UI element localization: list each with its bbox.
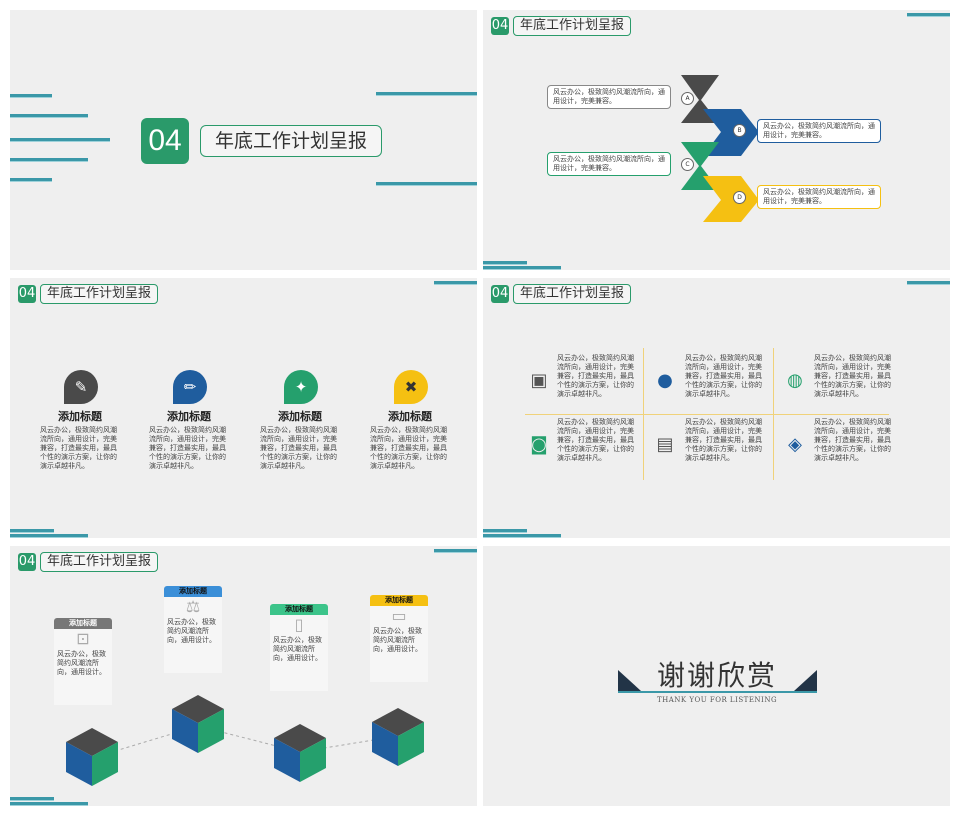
network-icon: ◍: [787, 369, 803, 391]
cube-card: ▭ 风云办公，极致简约风潮流所向，通用设计。: [370, 606, 428, 682]
grid-text: 风云办公，极致简约风潮流所向，通用设计，完美兼容，打造最实用，最具个性的演示方案…: [685, 418, 762, 462]
deco-line: [10, 178, 52, 182]
scale-icon: ⚖: [185, 597, 201, 616]
document-icon: ▯: [294, 615, 304, 634]
grid-divider: [643, 348, 644, 480]
feature-title: 添加标题: [388, 410, 432, 423]
slide-thanks[interactable]: 谢谢欣赏 THANK YOU FOR LISTENING: [483, 546, 950, 806]
cube: [66, 728, 118, 786]
cube-connector: [66, 695, 424, 786]
cube: [274, 724, 326, 782]
zigzag-text-a: 风云办公，极致简约风潮流所向，通用设计，完美兼容。: [547, 85, 671, 109]
section-number: 04: [141, 118, 189, 164]
grid-text: 风云办公，极致简约风潮流所向，通用设计，完美兼容，打造最实用，最具个性的演示方案…: [814, 354, 891, 398]
cube-tag: 添加标题: [54, 618, 112, 629]
header-title: 年底工作计划呈报: [40, 552, 159, 572]
deco-line: [10, 138, 110, 142]
cube-text: 风云办公，极致简约风潮流所向，通用设计。: [373, 627, 422, 653]
cube-card: ⚖ 风云办公，极致简约风潮流所向，通用设计。: [164, 597, 222, 673]
tools-icon: ✖: [394, 370, 428, 404]
zigzag-label-b: B: [733, 124, 746, 137]
cube-tag: 添加标题: [370, 595, 428, 606]
cube-tag: 添加标题: [164, 586, 222, 597]
thanks-subtitle: THANK YOU FOR LISTENING: [656, 696, 778, 704]
slide-features[interactable]: 04 年底工作计划呈报 ✎ 添加标题 风云办公，极致简约风潮流所向，通用设计，完…: [10, 278, 477, 538]
zigzag-segment-d: [703, 176, 759, 222]
zigzag-text-d: 风云办公，极致简约风潮流所向，通用设计，完美兼容。: [757, 185, 881, 209]
deco-line: [10, 114, 88, 118]
monitor-icon: ▭: [391, 606, 407, 625]
header-number: 04: [491, 17, 509, 35]
deco-line: [10, 534, 88, 538]
deco-line: [10, 94, 52, 98]
feature-title: 添加标题: [58, 410, 102, 423]
cube-text: 风云办公，极致简约风潮流所向，通用设计。: [273, 636, 322, 662]
feature-title: 添加标题: [278, 410, 322, 423]
deco-line: [483, 261, 527, 265]
zigzag-label-c: C: [681, 158, 694, 171]
deco-line: [376, 182, 477, 186]
slide-icon-grid[interactable]: 04 年底工作计划呈报 ▣ 风云办公，极致简约风潮流所向，通用设计，完美兼容，打…: [483, 278, 950, 538]
section-title: 年底工作计划呈报: [200, 125, 382, 157]
thanks-title: 谢谢欣赏: [656, 659, 777, 692]
header-title: 年底工作计划呈报: [40, 284, 159, 304]
cube-text: 风云办公，极致简约风潮流所向，通用设计。: [167, 618, 216, 644]
feature-title: 添加标题: [167, 410, 211, 423]
grid-text: 风云办公，极致简约风潮流所向，通用设计，完美兼容，打造最实用，最具个性的演示方案…: [557, 354, 634, 398]
camera-icon: ◙: [530, 433, 548, 455]
deco-line: [483, 266, 561, 270]
zigzag-label-d: D: [733, 191, 746, 204]
zigzag-arrow: [681, 75, 759, 222]
cube-card: ▯ 风云办公，极致简约风潮流所向，通用设计。: [270, 615, 328, 691]
deco-line: [483, 534, 561, 538]
grid-text: 风云办公，极致简约风潮流所向，通用设计，完美兼容，打造最实用，最具个性的演示方案…: [557, 418, 634, 462]
deco-line: [10, 802, 88, 806]
deco-line: [376, 92, 477, 96]
header-number: 04: [18, 553, 36, 571]
chat-icon: ●: [657, 369, 673, 391]
grid-divider: [525, 414, 889, 415]
cube: [372, 708, 424, 766]
cube-card: ⊡ 风云办公，极致简约风潮流所向，通用设计。: [54, 629, 112, 705]
thanks-decoration: [618, 670, 817, 693]
deco-line: [907, 13, 950, 17]
deco-line: [10, 529, 54, 533]
deco-line: [483, 529, 527, 533]
zigzag-text-c: 风云办公，极致简约风潮流所向，通用设计，完美兼容。: [547, 152, 671, 176]
slide-section-cover[interactable]: 04 年底工作计划呈报: [10, 10, 477, 270]
edit-icon: ✎: [64, 370, 98, 404]
devices-icon: ◈: [788, 433, 802, 455]
grid-divider: [773, 348, 774, 480]
feature-text: 风云办公，极致简约风潮流所向，通用设计，完美兼容，打造最实用，最具个性的演示方案…: [40, 426, 117, 470]
deco-line: [907, 281, 950, 285]
header-number: 04: [491, 285, 509, 303]
feature-text: 风云办公，极致简约风潮流所向，通用设计，完美兼容，打造最实用，最具个性的演示方案…: [260, 426, 337, 470]
deco-line: [434, 281, 477, 285]
header-title: 年底工作计划呈报: [513, 16, 632, 36]
grid-text: 风云办公，极致简约风潮流所向，通用设计，完美兼容，打造最实用，最具个性的演示方案…: [814, 418, 891, 462]
pencil-icon: ✏: [173, 370, 207, 404]
cube-tag: 添加标题: [270, 604, 328, 615]
computer-icon: ▤: [656, 433, 674, 455]
header-title: 年底工作计划呈报: [513, 284, 632, 304]
feature-text: 风云办公，极致简约风潮流所向，通用设计，完美兼容，打造最实用，最具个性的演示方案…: [149, 426, 226, 470]
deco-line: [434, 549, 477, 553]
wrench-icon: ✦: [284, 370, 318, 404]
cube: [172, 695, 224, 753]
header-number: 04: [18, 285, 36, 303]
feature-text: 风云办公，极致简约风潮流所向，通用设计，完美兼容，打造最实用，最具个性的演示方案…: [370, 426, 447, 470]
slide-zigzag[interactable]: 04 年底工作计划呈报 A B C D 风云办公，极致简约风潮流所向，通用设计，…: [483, 10, 950, 270]
zigzag-text-b: 风云办公，极致简约风潮流所向，通用设计，完美兼容。: [757, 119, 881, 143]
id-card-icon: ▣: [530, 369, 548, 391]
chart-icon: ⊡: [76, 629, 90, 648]
deco-line: [10, 158, 88, 162]
cube-text: 风云办公，极致简约风潮流所向，通用设计。: [57, 650, 106, 676]
deco-line: [10, 797, 54, 801]
slide-cubes[interactable]: 04 年底工作计划呈报 添加标题 ⊡ 风云办公，极致简约风潮流所向，通用设计。: [10, 546, 477, 806]
grid-text: 风云办公，极致简约风潮流所向，通用设计，完美兼容，打造最实用，最具个性的演示方案…: [685, 354, 762, 398]
zigzag-label-a: A: [681, 92, 694, 105]
